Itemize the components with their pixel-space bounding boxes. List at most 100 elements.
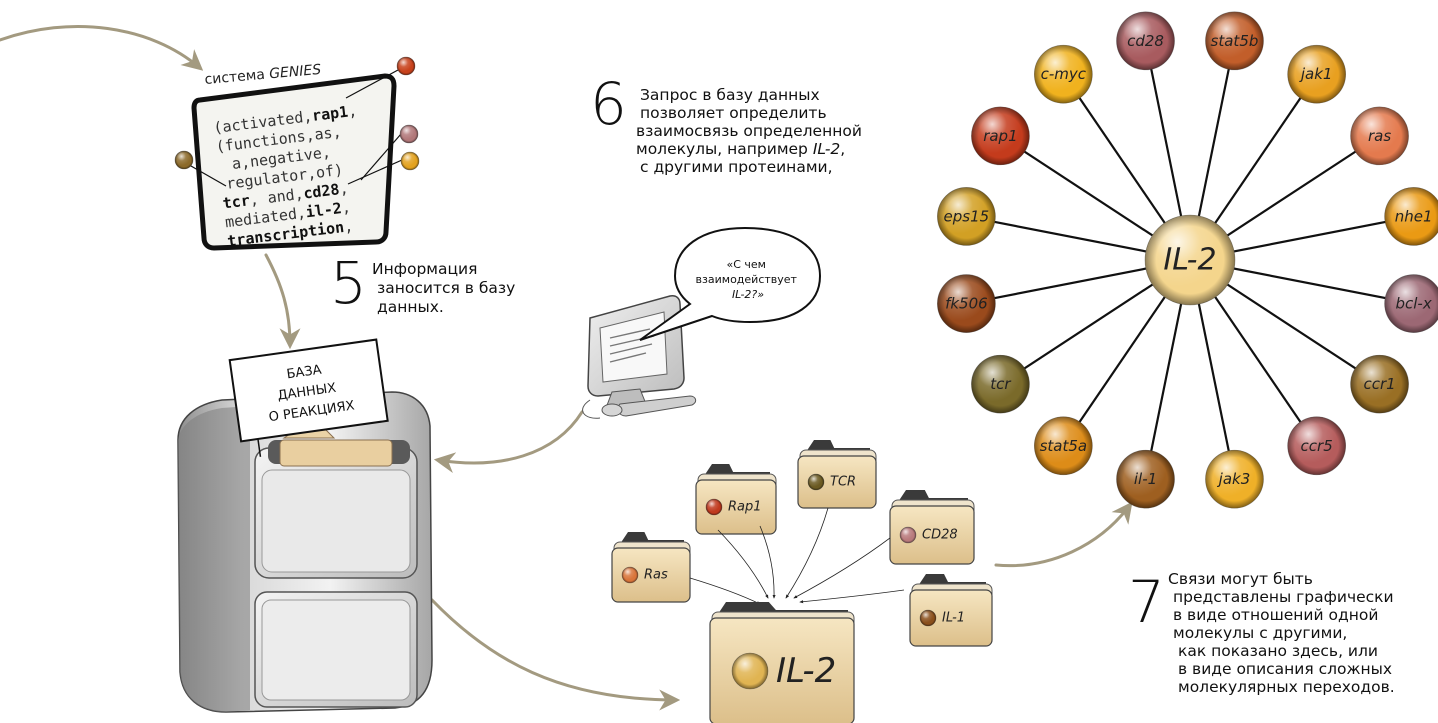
speech-bubble: «С чем взаимодействует IL-2?» xyxy=(639,226,822,341)
network-node-c-myc[interactable]: c-myc xyxy=(1034,44,1093,104)
node-sphere xyxy=(1384,187,1438,246)
molecule-sphere xyxy=(621,566,639,584)
folder-il-2[interactable]: IL-2 xyxy=(709,602,855,723)
node-label: eps15 xyxy=(944,207,990,225)
molecule-sphere xyxy=(919,609,937,627)
node-sphere xyxy=(971,106,1030,166)
molecule-sphere xyxy=(807,473,825,491)
network-node-ccr1[interactable]: ccr1 xyxy=(1350,354,1409,414)
node-label: rap1 xyxy=(983,127,1017,145)
bottom-drawer[interactable] xyxy=(254,591,418,708)
node-sphere xyxy=(1116,449,1175,509)
node-label: il-1 xyxy=(1134,470,1157,488)
node-label: nhe1 xyxy=(1395,207,1433,225)
network-node-bcl-x[interactable]: bcl-x xyxy=(1384,274,1438,333)
genies-beads xyxy=(174,56,420,171)
folder-label: CD28 xyxy=(922,528,958,543)
network-node-ras[interactable]: ras xyxy=(1350,106,1409,166)
node-sphere xyxy=(1205,449,1264,509)
top-drawer[interactable] xyxy=(254,429,418,579)
network-node-jak1[interactable]: jak1 xyxy=(1287,44,1346,104)
node-label: jak1 xyxy=(1299,65,1333,83)
node-sphere xyxy=(937,274,996,333)
folder-label: Rap1 xyxy=(728,500,762,515)
folder-label: IL-2 xyxy=(776,651,836,691)
folder-label: IL-1 xyxy=(942,611,965,626)
convergence-arrows xyxy=(689,507,905,605)
network-node-fk506[interactable]: fk506 xyxy=(937,274,996,333)
node-label: ccr1 xyxy=(1363,375,1395,393)
computer[interactable] xyxy=(582,295,697,419)
center-sphere xyxy=(1144,214,1236,306)
node-sphere xyxy=(1205,11,1264,71)
network-node-rap1[interactable]: rap1 xyxy=(971,106,1030,166)
svg-text:«С чем взаимодействует: «С чем взаимодействует IL-2?» xyxy=(696,258,801,301)
step-5-number: 5 xyxy=(330,249,367,317)
arrow-database-to-folders xyxy=(430,598,681,711)
node-label: c-myc xyxy=(1041,65,1087,83)
node-label: jak3 xyxy=(1217,470,1251,488)
network-node-jak3[interactable]: jak3 xyxy=(1205,449,1264,509)
folder-ras[interactable]: Ras xyxy=(611,532,691,603)
node-sphere xyxy=(1384,274,1438,333)
node-sphere xyxy=(1287,44,1346,104)
drawer-files xyxy=(279,429,393,467)
network-node-ccr5[interactable]: ccr5 xyxy=(1287,416,1346,476)
node-sphere xyxy=(1034,44,1093,104)
network-node-nhe1[interactable]: nhe1 xyxy=(1384,187,1438,246)
genies-bead xyxy=(396,56,416,76)
genies-bead xyxy=(400,151,420,171)
genies-card xyxy=(191,73,397,251)
node-sphere xyxy=(1350,106,1409,166)
step-7-number: 7 xyxy=(1128,568,1165,636)
molecule-sphere xyxy=(899,526,917,544)
node-sphere xyxy=(1287,416,1346,476)
network-node-eps15[interactable]: eps15 xyxy=(937,187,996,246)
node-label: ras xyxy=(1368,127,1391,145)
step-5: 5 Информация заносится в базу данных. xyxy=(330,249,520,317)
flow-arrows xyxy=(0,25,1133,711)
node-label: tcr xyxy=(990,375,1011,393)
genies-bead xyxy=(174,150,194,170)
node-sphere xyxy=(937,187,996,246)
node-label: bcl-x xyxy=(1396,295,1432,313)
arrow-genies-to-database xyxy=(264,253,301,350)
network-node-stat5b[interactable]: stat5b xyxy=(1205,11,1264,71)
step-6-number: 6 xyxy=(590,70,627,138)
network-node-il-1[interactable]: il-1 xyxy=(1116,449,1175,509)
genies-title: система GENIES xyxy=(204,62,322,88)
arrow-into-genies xyxy=(0,25,204,71)
node-label: stat5b xyxy=(1211,32,1259,50)
node-sphere xyxy=(971,354,1030,414)
molecule-sphere xyxy=(705,498,723,516)
network-node-tcr[interactable]: tcr xyxy=(971,354,1030,414)
node-sphere xyxy=(1116,11,1175,71)
node-label: stat5a xyxy=(1040,437,1088,455)
genies-bead xyxy=(399,124,419,144)
genies-panel: система GENIES (activated,rap1,(function… xyxy=(174,56,420,251)
node-sphere xyxy=(1034,416,1093,476)
network-node-cd28[interactable]: cd28 xyxy=(1116,11,1175,71)
center-label: IL-2 xyxy=(1163,243,1216,278)
arrow-folders-to-network xyxy=(994,501,1133,568)
step-5-caption: Информация заносится в базу данных. xyxy=(372,260,520,316)
molecule-sphere xyxy=(731,652,769,690)
network-center-node[interactable]: IL-2 xyxy=(1144,214,1236,306)
interaction-network: c-myc cd28 stat5b jak1 ras nhe1 bcl-x ccr1 ccr5 j… xyxy=(937,11,1438,509)
folder-label: Ras xyxy=(644,568,668,583)
folder-rap1[interactable]: Rap1 xyxy=(695,464,777,535)
node-sphere xyxy=(1350,354,1409,414)
network-node-stat5a[interactable]: stat5a xyxy=(1034,416,1093,476)
folder-cd28[interactable]: CD28 xyxy=(889,490,975,565)
database-cabinet: БАЗА ДАННЫХ О РЕАКЦИЯХ xyxy=(177,338,433,713)
database-sign: БАЗА ДАННЫХ О РЕАКЦИЯХ xyxy=(228,338,389,457)
folder-il-1[interactable]: IL-1 xyxy=(909,574,993,647)
folder-tcr[interactable]: TCR xyxy=(797,440,877,509)
node-label: cd28 xyxy=(1127,32,1164,50)
arrow-computer-to-database xyxy=(433,410,584,474)
